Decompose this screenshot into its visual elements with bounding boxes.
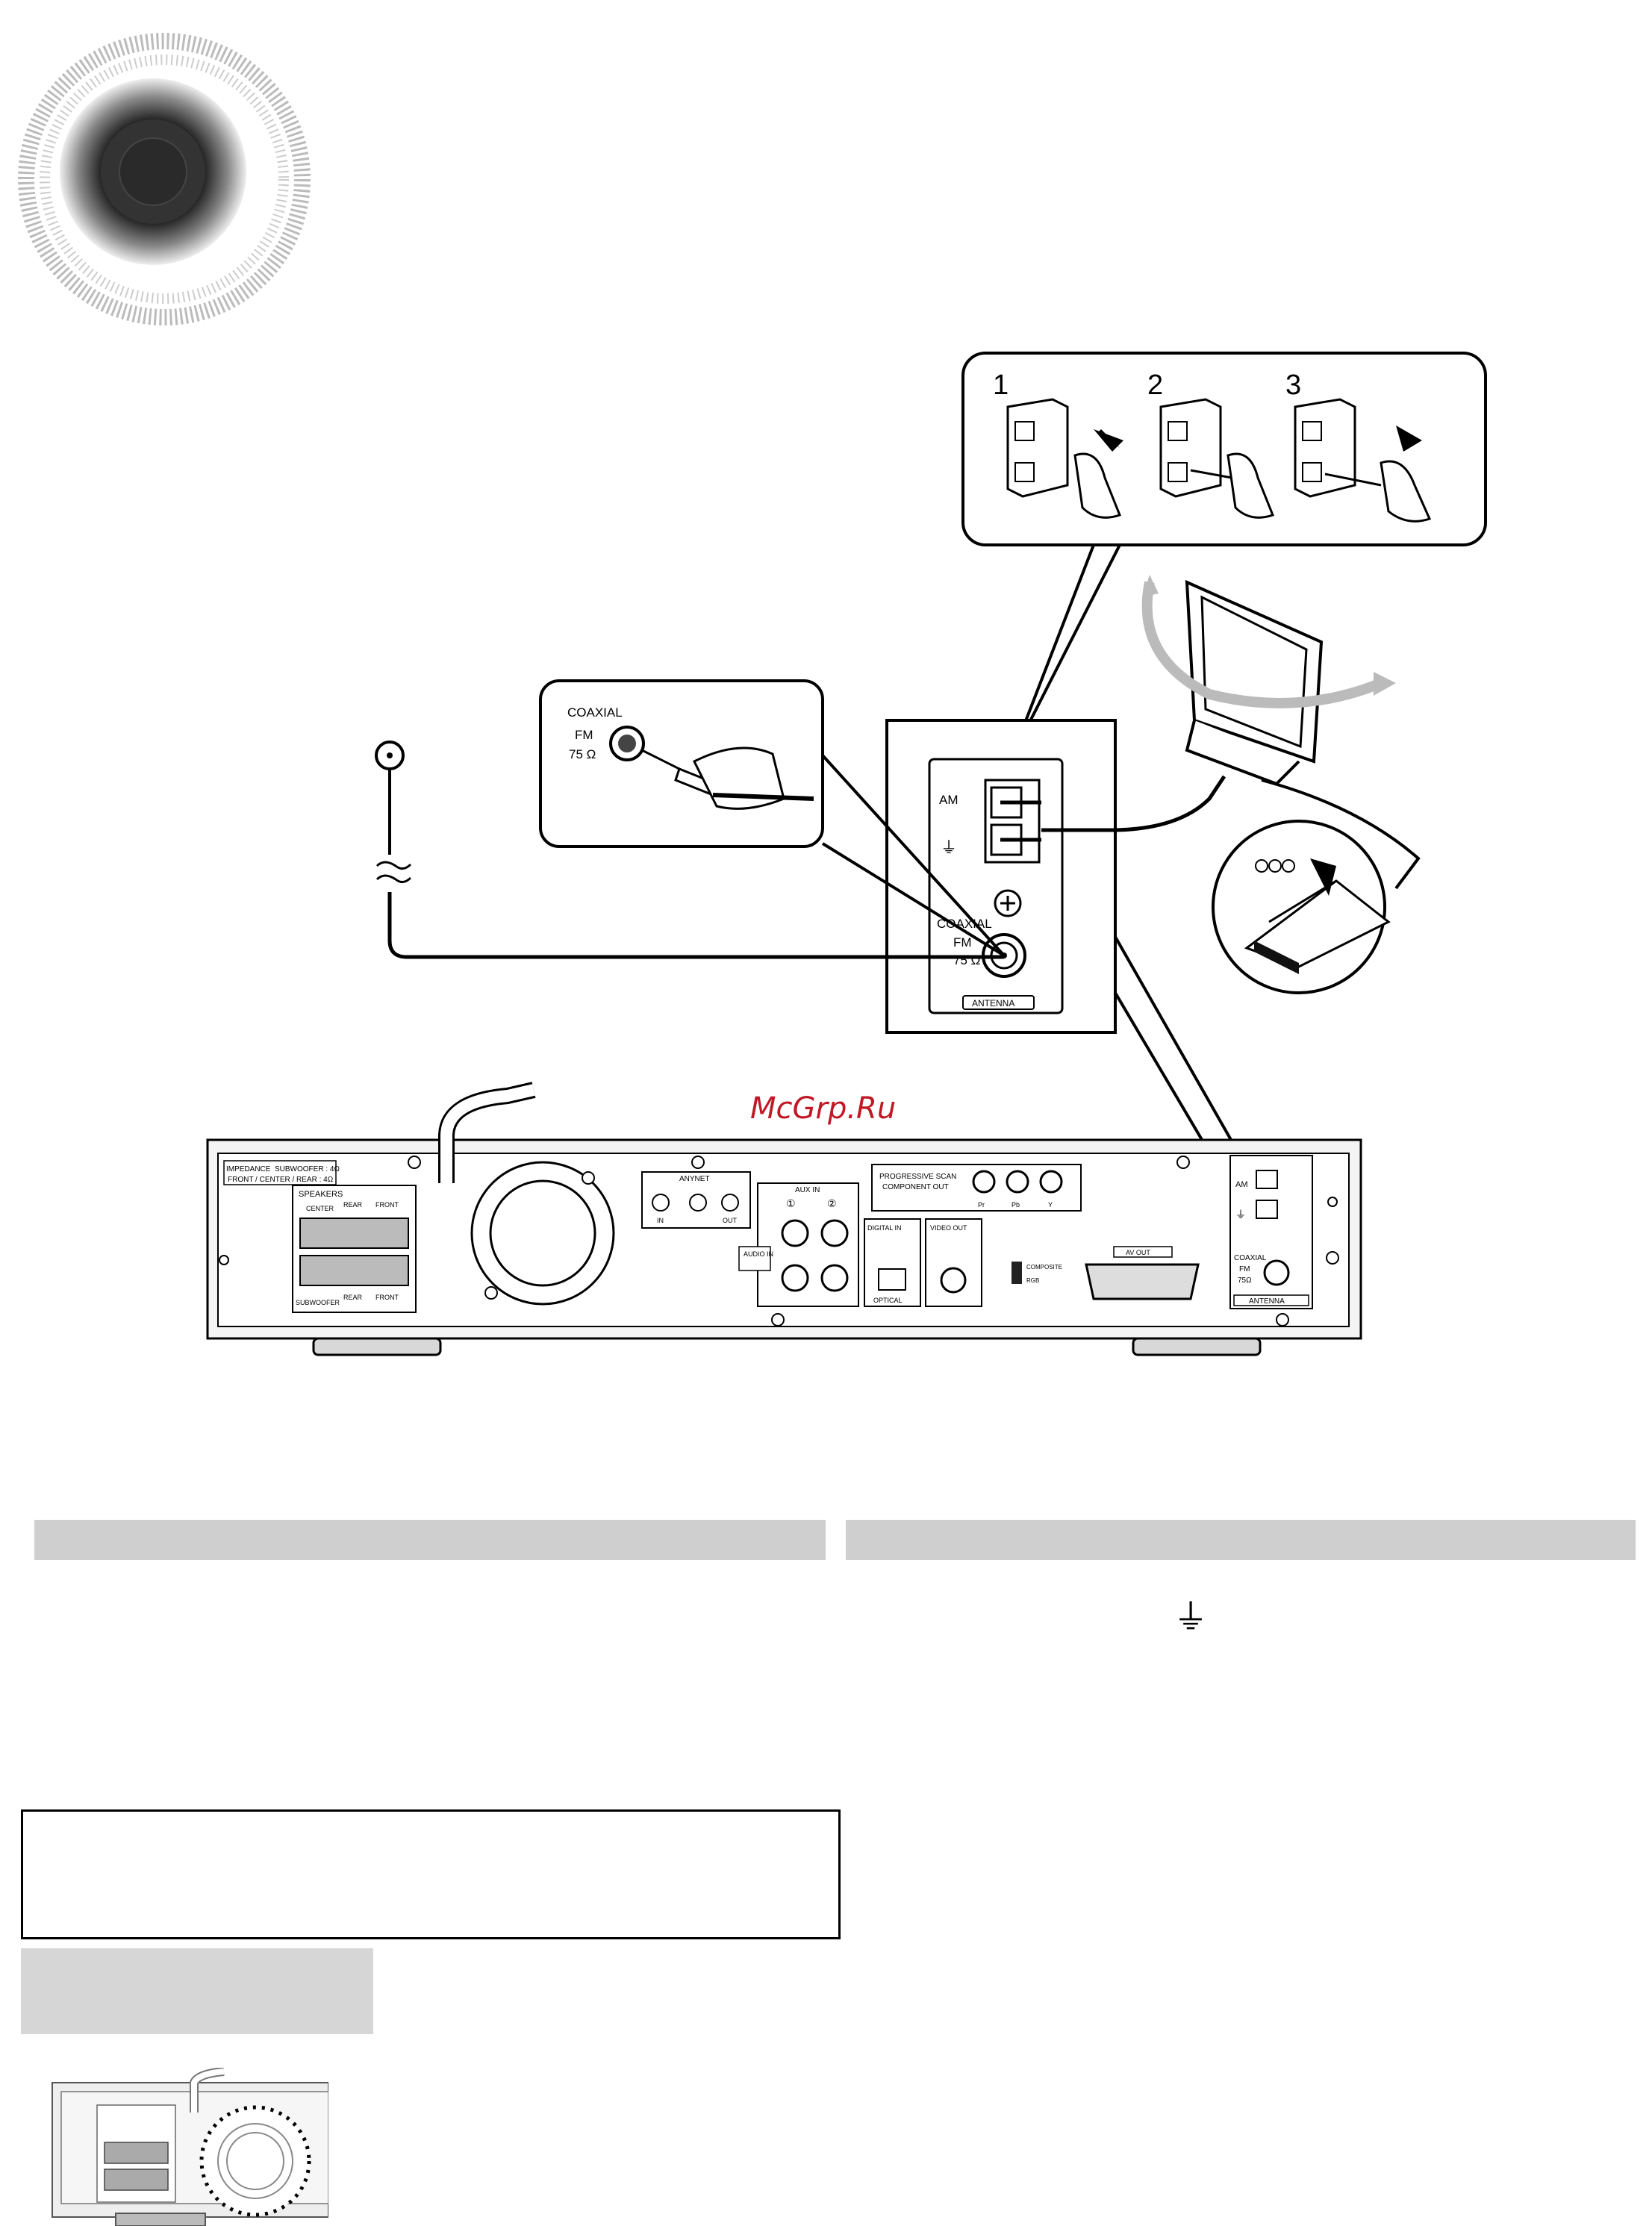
- rear-audio-in: AUDIO IN: [744, 1250, 773, 1258]
- rear-front-l: FRONT: [375, 1201, 399, 1209]
- rear-antenna: ANTENNA: [1249, 1297, 1285, 1306]
- rear-video-out: VIDEO OUT: [930, 1224, 967, 1232]
- panel-fm-label: FM: [953, 935, 972, 950]
- rear-rear-l: REAR: [343, 1201, 363, 1209]
- rear-composite: COMPOSITE: [1026, 1264, 1062, 1271]
- step-3-label: 3: [1285, 370, 1302, 401]
- terminal-steps-inset: [961, 352, 1487, 758]
- note-box: [21, 1809, 841, 1939]
- rear-rear-r: REAR: [343, 1294, 363, 1301]
- svg-text:⏚: ⏚: [1235, 1209, 1246, 1220]
- rear-pb: Pb: [1012, 1201, 1020, 1209]
- rear-impedance: IMPEDANCE: [226, 1165, 271, 1173]
- antenna-stand-inset: [1212, 779, 1421, 994]
- watermark: McGrp.Ru: [750, 1091, 897, 1126]
- step-1-clip: [1006, 398, 1123, 519]
- antenna-panel: AM ⏚ COAXIAL FM 75 Ω ANTENNA: [885, 719, 1117, 1034]
- coax-inset-coaxial: COAXIAL: [567, 705, 623, 720]
- coaxial-inset: COAXIAL FM 75 Ω: [539, 679, 1006, 957]
- rear-coaxial: COAXIAL: [1234, 1254, 1267, 1262]
- rear-av-out: AV OUT: [1126, 1249, 1150, 1256]
- rear-panel-thumbnail: [52, 2068, 328, 2226]
- rear-center: CENTER: [306, 1205, 334, 1212]
- rear-component-out: COMPONENT OUT: [882, 1183, 949, 1191]
- step-1-label: 1: [993, 370, 1009, 401]
- section-header-right: [846, 1520, 1636, 1560]
- rear-anynet-in: IN: [657, 1217, 664, 1224]
- tip-box: [21, 1948, 373, 2034]
- rear-anynet: ANYNET: [679, 1175, 710, 1183]
- connection-diagram: AM ⏚ COAXIAL FM 75 Ω ANTENNA COAXIAL FM …: [206, 352, 1487, 1356]
- step-2-clip: [1159, 398, 1274, 519]
- panel-am-label: AM: [939, 793, 959, 807]
- rear-fm: FM: [1239, 1265, 1250, 1273]
- rear-aux-in: AUX IN: [795, 1186, 820, 1194]
- coax-inset-ohm: 75 Ω: [569, 747, 596, 761]
- rear-anynet-out: OUT: [723, 1217, 738, 1224]
- rear-am: AM: [1235, 1180, 1248, 1189]
- fm-wire-antenna: [375, 741, 1004, 959]
- rear-panel: IMPEDANCE SUBWOOFER : 4Ω FRONT / CENTER …: [206, 1082, 1362, 1356]
- coax-inset-fm: FM: [575, 728, 593, 742]
- rear-rgb: RGB: [1026, 1277, 1039, 1284]
- rear-digital-in: DIGITAL IN: [867, 1224, 902, 1232]
- section-header-left: [34, 1520, 826, 1560]
- rear-front-r: FRONT: [375, 1294, 399, 1301]
- rear-impedance-sub: SUBWOOFER : 4Ω: [275, 1165, 340, 1173]
- am-loop-antenna: [1141, 575, 1396, 786]
- svg-text:⏚: ⏚: [941, 838, 957, 857]
- rear-ohm: 75Ω: [1238, 1276, 1252, 1285]
- step-3-clip: [1294, 398, 1432, 523]
- rear-impedance-front: FRONT / CENTER / REAR : 4Ω: [228, 1176, 334, 1184]
- rear-progressive: PROGRESSIVE SCAN: [879, 1173, 956, 1181]
- rear-pr: Pr: [978, 1201, 985, 1209]
- rear-optical: OPTICAL: [873, 1297, 903, 1304]
- rear-aux-2: ②: [827, 1197, 837, 1209]
- rear-aux-1: ①: [786, 1197, 796, 1209]
- step-2-label: 2: [1147, 370, 1164, 401]
- rear-y: Y: [1048, 1201, 1053, 1209]
- speaker-logo: [15, 22, 314, 336]
- rear-speakers: SPEAKERS: [299, 1190, 343, 1199]
- panel-antenna-label: ANTENNA: [972, 998, 1014, 1008]
- ground-icon: ⏚: [1173, 1597, 1208, 1636]
- rear-subwoofer: SUBWOOFER: [296, 1299, 340, 1306]
